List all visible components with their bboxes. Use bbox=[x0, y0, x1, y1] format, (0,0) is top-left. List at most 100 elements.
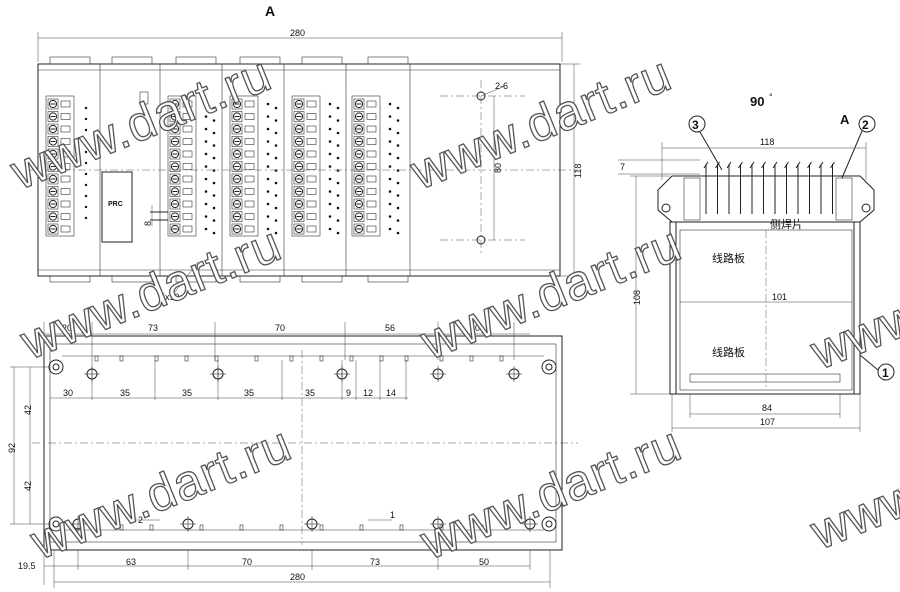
led-dot bbox=[204, 177, 208, 181]
terminal-cell bbox=[293, 98, 305, 110]
led-dot bbox=[274, 106, 278, 110]
callout-3: 3 bbox=[692, 118, 699, 132]
terminal-wire-entry bbox=[60, 188, 71, 195]
led-dot bbox=[84, 106, 88, 110]
terminal-wire-entry bbox=[366, 138, 377, 145]
terminal-cell bbox=[293, 211, 305, 222]
terminal-screw bbox=[48, 224, 58, 234]
terminal-screw bbox=[48, 174, 58, 184]
led-dot bbox=[204, 152, 208, 156]
terminal-cell bbox=[353, 123, 365, 135]
terminal-screw bbox=[354, 137, 364, 146]
terminal-wire-entry bbox=[366, 213, 377, 220]
led-dot bbox=[328, 190, 332, 193]
corner-hole bbox=[541, 516, 557, 532]
terminal-screw bbox=[294, 174, 304, 184]
led-dot bbox=[266, 140, 270, 143]
terminal-wire-entry bbox=[244, 225, 255, 233]
led-dot bbox=[396, 194, 400, 197]
terminal-wire-entry bbox=[244, 138, 255, 145]
led-dot bbox=[266, 165, 270, 168]
notch bbox=[149, 524, 154, 531]
bottom-bottom-dim-4: 50 bbox=[479, 557, 489, 567]
terminal-screw bbox=[354, 174, 364, 184]
led-dot bbox=[84, 205, 88, 209]
terminal-wire-entry bbox=[60, 100, 71, 108]
terminal-cell bbox=[293, 186, 305, 197]
led-dot bbox=[388, 140, 392, 143]
notch bbox=[404, 355, 409, 362]
led-dot bbox=[328, 140, 332, 143]
terminal-screw bbox=[354, 124, 364, 134]
notch bbox=[279, 524, 284, 531]
terminal-cell bbox=[231, 148, 243, 160]
watermark-8: www.dart.ru bbox=[802, 405, 900, 560]
terminal-wire-entry bbox=[182, 188, 193, 195]
notch bbox=[499, 355, 504, 362]
bottom-overall-width: 280 bbox=[290, 572, 305, 582]
led-dot bbox=[388, 102, 392, 106]
hole-label: 2-6 bbox=[495, 81, 508, 91]
pin-tip bbox=[795, 161, 801, 169]
led-dot bbox=[396, 169, 400, 172]
watermark-1: www.dart.ru bbox=[2, 45, 279, 200]
led-dot bbox=[274, 219, 278, 222]
notch bbox=[254, 355, 259, 362]
terminal-wire-entry bbox=[60, 225, 71, 233]
terminal-screw bbox=[48, 112, 58, 121]
notch bbox=[479, 524, 484, 531]
led-dot bbox=[204, 140, 208, 143]
led-dot bbox=[274, 131, 278, 135]
led-dot bbox=[212, 156, 216, 160]
prc-label: PRC bbox=[108, 201, 123, 208]
led-dot bbox=[266, 102, 270, 106]
terminal-cell bbox=[293, 161, 305, 172]
led-dot bbox=[212, 231, 216, 235]
led-dot bbox=[212, 106, 216, 110]
bottom-inner-dim-6: 12 bbox=[363, 388, 373, 398]
led-dot bbox=[336, 169, 340, 172]
terminal-cell bbox=[169, 148, 181, 160]
terminal-screw bbox=[48, 99, 58, 109]
terminal-wire-entry bbox=[366, 100, 377, 108]
led-dot bbox=[336, 206, 340, 210]
led-dot bbox=[274, 144, 278, 147]
terminal-wire-entry bbox=[244, 163, 255, 170]
led-dot bbox=[336, 156, 340, 160]
terminal-wire-entry bbox=[366, 188, 377, 195]
led-dot bbox=[266, 115, 270, 118]
terminal-cell bbox=[353, 148, 365, 160]
bottom-left-total: 92 bbox=[7, 443, 17, 453]
notch bbox=[319, 355, 324, 362]
terminal-screw bbox=[232, 124, 242, 134]
terminal-strip bbox=[229, 95, 259, 237]
terminal-cell bbox=[293, 148, 305, 160]
led-dot bbox=[274, 181, 278, 185]
terminal-cell bbox=[353, 186, 365, 197]
bottom-top-dim-2: 70 bbox=[275, 323, 285, 333]
terminal-cell bbox=[47, 111, 59, 122]
terminal-wire-entry bbox=[60, 113, 71, 120]
bottom-left-dim-0: 42 bbox=[23, 405, 33, 415]
terminal-cell bbox=[231, 111, 243, 122]
terminal-cell bbox=[231, 223, 243, 235]
terminal-cell bbox=[231, 198, 243, 210]
pitch-label: 8 bbox=[143, 221, 153, 226]
terminal-screw bbox=[354, 99, 364, 109]
bottom-top-dim-4: 40 bbox=[470, 323, 480, 333]
terminal-cell bbox=[353, 173, 365, 185]
terminal-screw bbox=[354, 224, 364, 234]
terminal-wire-entry bbox=[60, 138, 71, 145]
terminal-cell bbox=[47, 173, 59, 185]
terminal-cell bbox=[353, 198, 365, 210]
notch bbox=[79, 524, 84, 531]
led-dot bbox=[266, 127, 270, 131]
led-dot bbox=[204, 165, 208, 168]
notch bbox=[439, 355, 444, 362]
terminal-wire-entry bbox=[182, 225, 193, 233]
terminal-cell bbox=[293, 111, 305, 122]
led-dot bbox=[336, 106, 340, 110]
side-view-label: 90 bbox=[750, 94, 764, 109]
corner-hole-inner bbox=[545, 520, 553, 528]
